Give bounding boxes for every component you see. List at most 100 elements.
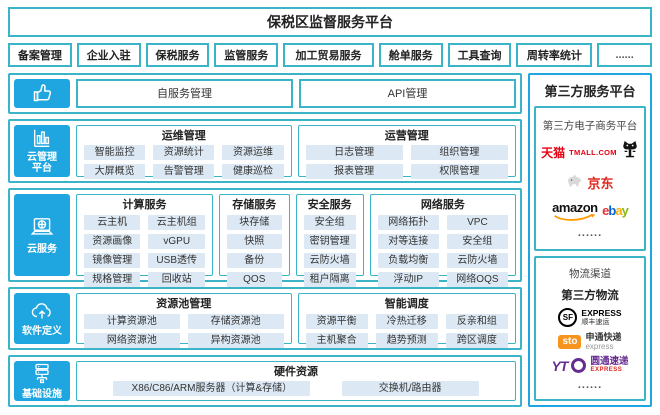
section-title: 硬件资源: [274, 366, 318, 379]
bar-chart-icon: [30, 127, 54, 149]
sto-express-logo: sto 申通快递 express: [558, 332, 622, 352]
module-chip[interactable]: vGPU: [148, 233, 205, 249]
module-chip[interactable]: 网络资源池: [84, 332, 180, 348]
cloud-upload-icon: [28, 299, 56, 323]
page-title: 保税区监督服务平台: [8, 7, 652, 37]
module-chip[interactable]: 组织管理: [410, 145, 508, 161]
section-title: 运营管理: [384, 129, 429, 142]
cloud-mgmt-row: 云管理平台 运维管理 智能监控资源统计资源运维大屏概览告警管理健康巡检 运营管理…: [8, 118, 522, 184]
module-chip[interactable]: USB透传: [148, 252, 205, 268]
module-chip[interactable]: 计算资源池: [84, 313, 180, 329]
module-chip[interactable]: 智能监控: [84, 145, 146, 161]
operation-mgmt-section: 运营管理 日志管理组织管理报表管理权限管理: [297, 124, 516, 180]
module-chip[interactable]: 云主机组: [148, 214, 205, 230]
ops-mgmt-items: 智能监控资源统计资源运维大屏概览告警管理健康巡检: [82, 144, 286, 180]
module-chip[interactable]: 资源统计: [153, 145, 215, 161]
smart-scheduling-section: 智能调度 资源平衡冷热迁移反亲和组主机聚合趋势预测跨区调度: [297, 293, 516, 348]
module-chip[interactable]: 权限管理: [410, 164, 508, 180]
tmall-cat-icon: [621, 139, 639, 166]
resource-pool-items: 计算资源池存储资源池网络资源池异构资源池: [82, 313, 286, 349]
section-title: 计算服务: [122, 199, 167, 212]
third-party-header: 第三方服务平台: [544, 84, 636, 99]
section-title: 智能调度: [384, 298, 429, 311]
nav-button[interactable]: 企业入驻: [76, 43, 141, 67]
nav-button[interactable]: 工具查询: [447, 43, 512, 67]
infrastructure-label: 基础设施: [22, 388, 62, 400]
module-chip[interactable]: QOS: [226, 271, 282, 287]
platform-stack: 自服务管理 API管理 云管理平台: [8, 73, 522, 407]
jd-dog-icon: [566, 173, 583, 193]
module-chip[interactable]: 日志管理: [305, 145, 403, 161]
module-chip[interactable]: 备份: [226, 252, 282, 268]
security-service-items: 安全组密钥管理云防火墙租户隔离: [302, 214, 358, 288]
section-title: 运维管理: [161, 129, 206, 142]
module-chip[interactable]: 浮动IP: [377, 271, 439, 287]
nav-button[interactable]: ......: [597, 43, 653, 67]
sf-en-text: EXPRESS: [581, 308, 622, 319]
module-chip[interactable]: 跨区调度: [445, 332, 508, 348]
third-party-panel: 第三方服务平台 第三方电子商务平台 天猫 TMALL.COM: [528, 73, 652, 407]
nav-button[interactable]: 舱单服务: [378, 43, 443, 67]
switch-router-chip[interactable]: 交换机/路由器: [341, 381, 479, 397]
module-chip[interactable]: 规格管理: [84, 271, 141, 287]
server-chip[interactable]: X86/C86/ARM服务器（计算&存储）: [113, 381, 311, 397]
module-chip[interactable]: 资源运维: [222, 145, 284, 161]
module-chip[interactable]: 报表管理: [305, 164, 403, 180]
module-chip[interactable]: 负载均衡: [377, 252, 439, 268]
module-chip[interactable]: 资源平衡: [305, 313, 368, 329]
module-chip[interactable]: 反亲和组: [445, 313, 508, 329]
module-chip[interactable]: 网络OQS: [446, 271, 508, 287]
laptop-globe-icon: [27, 215, 57, 241]
amazon-smile-icon: [554, 213, 596, 221]
module-chip[interactable]: 块存储: [226, 214, 282, 230]
module-chip[interactable]: 云防火墙: [446, 252, 508, 268]
module-chip[interactable]: 异构资源池: [187, 332, 284, 348]
yto-express-logo: YT 圆通速递 EXPRESS: [551, 356, 629, 374]
module-chip[interactable]: 健康巡检: [222, 164, 284, 180]
module-chip[interactable]: 回收站: [148, 271, 205, 287]
sto-badge: sto: [558, 335, 582, 350]
module-chip[interactable]: 主机聚合: [305, 332, 368, 348]
compute-service-items: 云主机云主机组资源画像 vGPU 镜像管理 USB透传规格管理回收站: [82, 214, 207, 288]
ebay-logo: ebay: [602, 203, 629, 219]
module-chip[interactable]: 网络拓扑: [377, 214, 439, 230]
server-stack-icon: [29, 362, 55, 386]
nav-button[interactable]: 加工贸易服务: [283, 43, 374, 67]
nav-button[interactable]: 监管服务: [214, 43, 279, 67]
self-service-mgmt[interactable]: 自服务管理: [76, 79, 293, 108]
resource-pool-section: 资源池管理 计算资源池存储资源池网络资源池异构资源池: [76, 293, 292, 348]
module-chip[interactable]: 冷热迁移: [375, 313, 438, 329]
module-chip[interactable]: 趋势预测: [375, 332, 438, 348]
module-chip[interactable]: 云防火墙: [303, 252, 356, 268]
module-chip[interactable]: 存储资源池: [187, 313, 284, 329]
ebay-letter: b: [608, 203, 616, 219]
network-service-items: 网络拓扑 VPC 对等连接安全组负载均衡云防火墙浮动IP 网络OQS: [376, 214, 510, 288]
module-chip[interactable]: 租户隔离: [303, 271, 356, 287]
sf-cn-text: 顺丰速运: [581, 318, 610, 326]
module-chip[interactable]: 云主机: [84, 214, 141, 230]
module-chip[interactable]: 快照: [226, 233, 282, 249]
module-chip[interactable]: VPC: [446, 214, 508, 230]
yto-en-text: EXPRESS: [590, 367, 623, 374]
module-chip[interactable]: 大屏概览: [84, 164, 146, 180]
module-chip[interactable]: 告警管理: [153, 164, 215, 180]
tmall-logo: 天猫 TMALL.COM: [541, 139, 639, 166]
module-chip[interactable]: 密钥管理: [303, 233, 356, 249]
software-defined-row: 软件定义 资源池管理 计算资源池存储资源池网络资源池异构资源池 智能调度 资源平…: [8, 287, 522, 351]
module-chip[interactable]: 对等连接: [377, 233, 439, 249]
api-mgmt[interactable]: API管理: [299, 79, 516, 108]
module-chip[interactable]: 镜像管理: [84, 252, 141, 268]
yto-badge: YT: [551, 357, 569, 374]
nav-button[interactable]: 保税服务: [145, 43, 210, 67]
module-chip[interactable]: 安全组: [446, 233, 508, 249]
main-area: 自服务管理 API管理 云管理平台: [8, 73, 652, 407]
nav-button[interactable]: 周转率统计: [516, 43, 593, 67]
smart-scheduling-items: 资源平衡冷热迁移反亲和组主机聚合趋势预测跨区调度: [304, 313, 510, 349]
module-chip[interactable]: 安全组: [303, 214, 356, 230]
jd-cn-text: 京东: [587, 176, 614, 192]
section-title: 存储服务: [232, 199, 277, 212]
nav-button[interactable]: 备案管理: [8, 43, 72, 67]
module-chip[interactable]: 资源画像: [84, 233, 141, 249]
